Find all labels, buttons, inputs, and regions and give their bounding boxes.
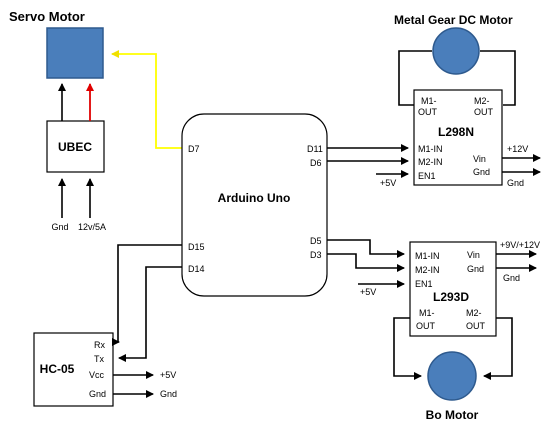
l298n-vin-label: Vin <box>473 154 486 164</box>
hc05-gnd-supply-label: Gnd <box>160 389 177 399</box>
l298n-m2-in-label: M2-IN <box>418 157 443 167</box>
arduino-uno-board <box>181 113 328 297</box>
l293d-vin-label: Vin <box>467 250 480 260</box>
hc05-block <box>33 332 114 407</box>
hc05-gnd-label: Gnd <box>89 389 106 399</box>
l293d-m2-out-label: M2- <box>466 308 482 318</box>
l293d-label: L293D <box>433 290 469 304</box>
l298n-gnd-supply-label: Gnd <box>507 178 524 188</box>
hc05-vcc-supply-label: +5V <box>160 370 176 380</box>
ubec-label: UBEC <box>58 140 92 154</box>
pin-d15-label: D15 <box>188 242 205 252</box>
pin-d14-label: D14 <box>188 264 205 274</box>
l298n-m1-in-label: M1-IN <box>418 144 443 154</box>
l293d-m1-out-label: M1- <box>419 308 435 318</box>
d15-to-hc05-wire <box>112 244 182 346</box>
hc05-tx-label: Tx <box>94 354 104 364</box>
pin-d7-label: D7 <box>188 144 200 154</box>
metal-gear-motor <box>432 27 480 75</box>
d3-to-l293d-wire <box>327 253 405 272</box>
pin-d5-label: D5 <box>310 236 322 246</box>
bo-motor <box>427 351 477 401</box>
servo-motor-title: Servo Motor <box>9 9 85 24</box>
bo-motor-title: Bo Motor <box>426 408 479 422</box>
pin-d6-label: D6 <box>310 158 322 168</box>
l293d-m2-out-label-2: OUT <box>466 321 486 331</box>
servo-motor-block <box>46 27 104 79</box>
l293d-m1-in-label: M1-IN <box>415 251 440 261</box>
hc05-vcc-label: Vcc <box>89 370 105 380</box>
l293d-block <box>409 241 497 337</box>
l298n-en-supply-label: +5V <box>380 178 396 188</box>
l298n-m1-motor-lead <box>398 50 432 106</box>
l293d-m1-motor-lead <box>393 317 422 380</box>
l293d-m1-out-label-2: OUT <box>416 321 436 331</box>
l298n-en1-label: EN1 <box>418 171 436 181</box>
pin-d3-label: D3 <box>310 250 322 260</box>
l293d-m2-in-label: M2-IN <box>415 265 440 275</box>
hc05-label: HC-05 <box>40 362 75 376</box>
l298n-m1-out-label-2: OUT <box>418 107 438 117</box>
l298n-gnd-label: Gnd <box>473 167 490 177</box>
ubec-supply-label: 12v/5A <box>78 222 106 232</box>
hc05-rx-label: Rx <box>94 340 105 350</box>
l293d-en-supply-label: +5V <box>360 287 376 297</box>
l293d-en1-label: EN1 <box>415 279 433 289</box>
metal-gear-motor-title: Metal Gear DC Motor <box>394 13 513 27</box>
ubec-block <box>46 120 105 173</box>
l298n-label: L298N <box>438 125 474 139</box>
d5-to-l293d-wire <box>327 239 405 258</box>
l293d-gnd-label: Gnd <box>467 264 484 274</box>
servo-signal-wire <box>111 50 182 149</box>
l298n-m2-out-label-2: OUT <box>474 107 494 117</box>
arduino-label: Arduino Uno <box>218 191 291 205</box>
ubec-gnd-label: Gnd <box>51 222 68 232</box>
pin-d11-label: D11 <box>307 144 323 154</box>
l298n-vin-supply-label: +12V <box>507 144 528 154</box>
l293d-m2-motor-lead <box>483 317 513 380</box>
l298n-m2-motor-lead <box>480 50 516 106</box>
l293d-gnd-supply-label: Gnd <box>503 273 520 283</box>
l293d-vin-supply-label: +9V/+12V <box>500 240 540 250</box>
d14-to-hc05-wire <box>118 266 182 362</box>
l298n-m1-out-label: M1- <box>421 96 437 106</box>
l298n-block <box>413 89 503 186</box>
l298n-m2-out-label: M2- <box>474 96 490 106</box>
